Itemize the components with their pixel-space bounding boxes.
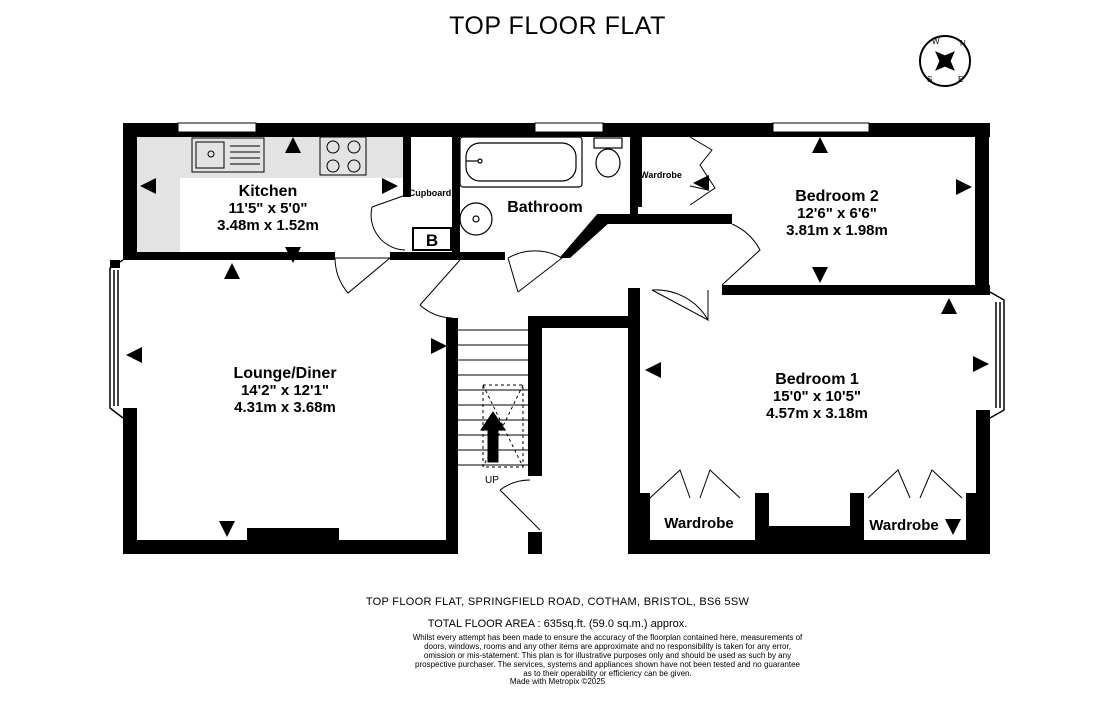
bedroom1-bay-window [989,291,1005,419]
toilet-icon [593,137,623,178]
disclaimer: Whilst every attempt has been made to en… [412,633,803,678]
compass-w: E [958,75,963,84]
room-kitchen: Kitchen 11'5" x 5'0" 3.48m x 1.52m [217,183,319,234]
room-name: Bedroom 1 [775,371,859,388]
windows [177,122,870,133]
compass-n: W [932,37,940,46]
room-dim-imperial: 15'0" x 10'5" [773,388,861,405]
room-bathroom: Bathroom [507,199,583,216]
room-name: Kitchen [239,183,298,200]
dimension-arrows [126,137,989,537]
room-lounge-diner: Lounge/Diner 14'2" x 12'1" 4.31m x 3.68m [233,365,336,416]
lounge-bay-window [109,259,124,419]
hob-icon [319,136,367,176]
basin-icon [459,202,493,236]
compass-e: N [960,39,966,48]
room-bedroom-1: Bedroom 1 15'0" x 10'5" 4.57m x 3.18m [766,371,868,422]
room-dim-imperial: 12'6" x 6'6" [797,205,877,222]
total-floor-area: TOTAL FLOOR AREA : 635sq.ft. (59.0 sq.m.… [427,618,688,630]
staircase [458,329,528,468]
compass-icon: W N S E [919,35,971,87]
compass-s: S [927,75,932,84]
sink-icon [191,137,265,173]
room-bedroom-2: Bedroom 2 12'6" x 6'6" 3.81m x 1.98m [786,188,888,239]
kitchen-worktop [137,137,403,252]
made-with: Made with Metropix ©2025 [509,677,606,686]
plan-title: TOP FLOOR FLAT [449,12,666,40]
room-name: Bathroom [507,199,583,216]
room-dim-metric: 3.81m x 1.98m [786,222,888,239]
room-dim-metric: 4.31m x 3.68m [234,399,336,416]
bath-icon [459,136,583,188]
room-dim-metric: 4.57m x 3.18m [766,405,868,422]
room-name: Bedroom 2 [795,188,879,205]
boiler-icon: B [412,227,452,251]
cupboard-label: Cupboard [409,188,452,198]
wardrobe-label: Wardrobe [664,515,733,532]
wardrobe-label: Wardrobe [869,517,938,534]
boiler-label: B [426,231,438,250]
room-dim-metric: 3.48m x 1.52m [217,217,319,234]
room-dim-imperial: 11'5" x 5'0" [229,200,308,217]
corridor-wall [560,214,610,258]
room-dim-imperial: 14'2" x 12'1" [241,382,329,399]
doors [334,136,963,531]
stairs-up-label: UP [485,475,499,486]
small-wardrobe-label: Wardrobe [640,170,682,180]
room-name: Lounge/Diner [233,365,336,382]
address: TOP FLOOR FLAT, SPRINGFIELD ROAD, COTHAM… [365,596,750,608]
